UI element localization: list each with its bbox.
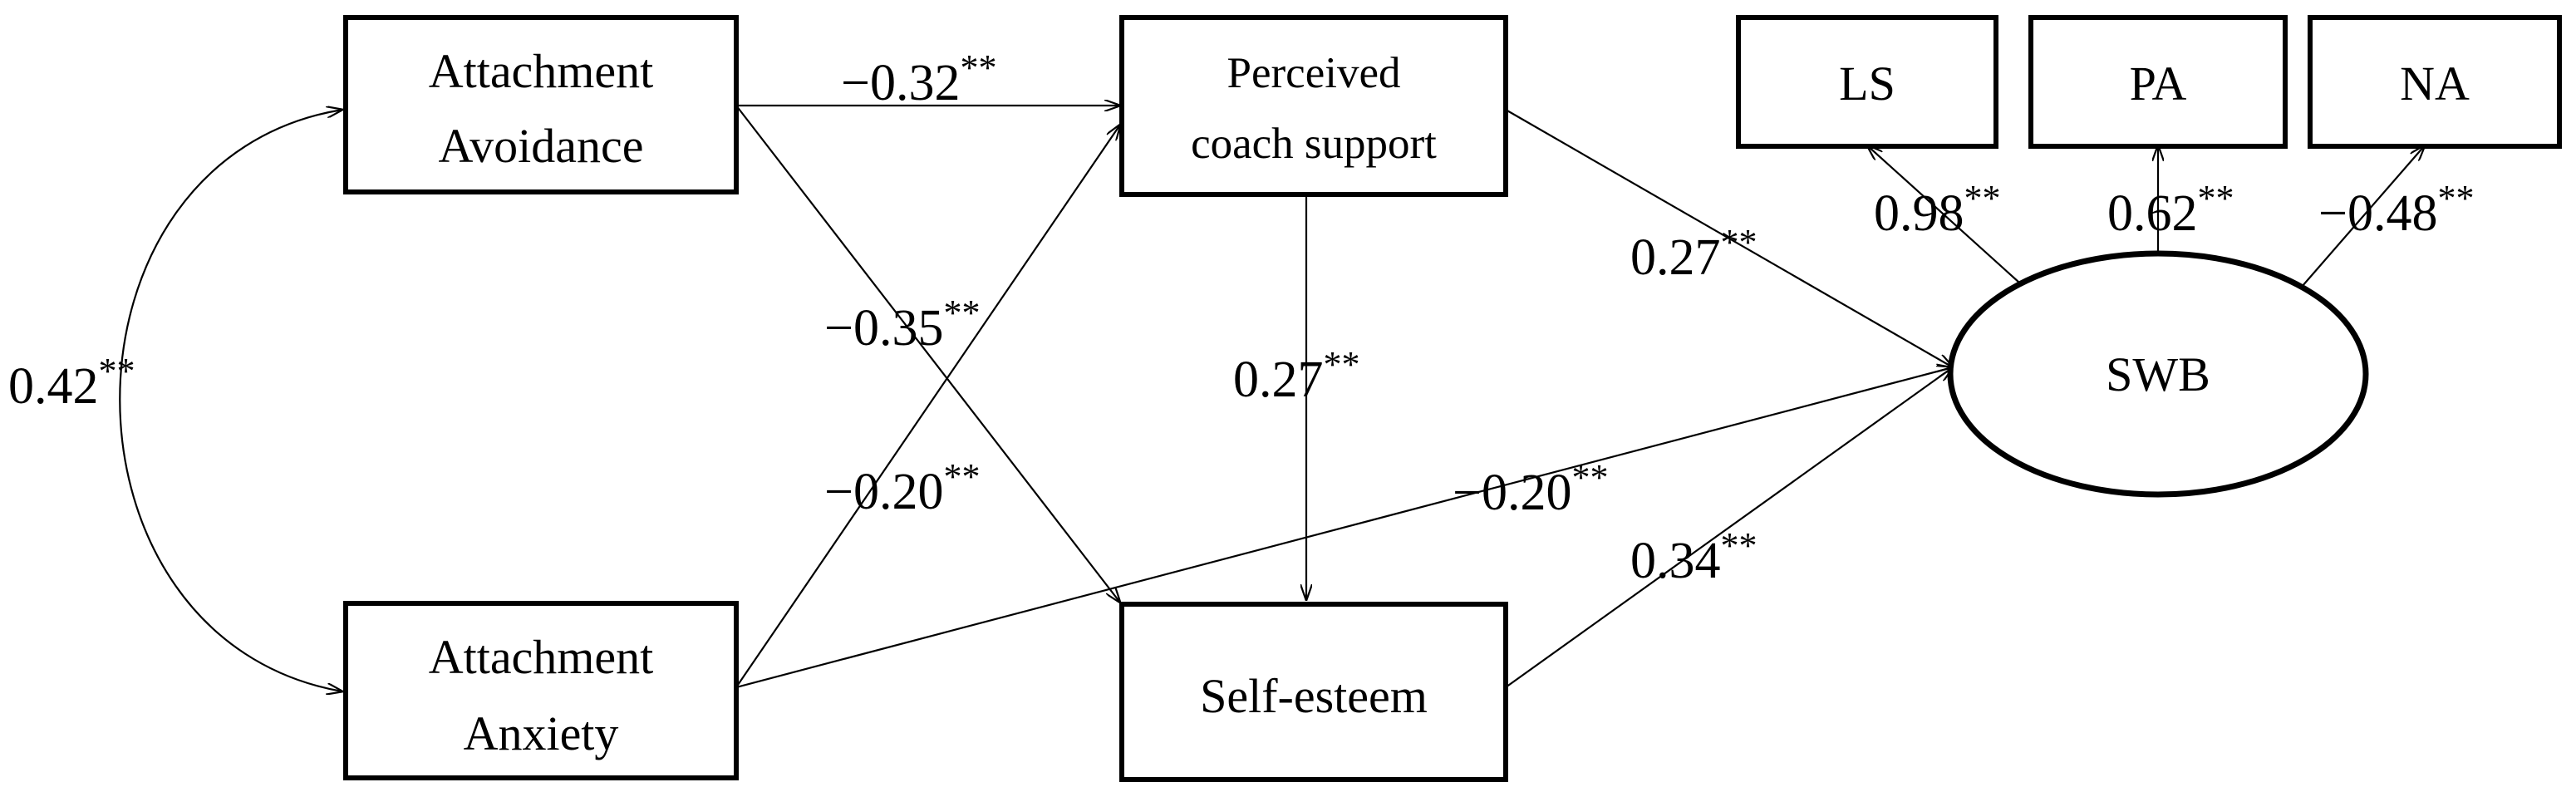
node-self-esteem-label: Self-esteem [1200, 669, 1428, 723]
arrow-coach-swb [1505, 109, 1953, 367]
node-swb-label: SWB [2106, 347, 2210, 401]
coef-avoidance-coach: −0.32** [841, 47, 996, 111]
node-na-label: NA [2400, 57, 2470, 111]
coef-selfesteem-swb: 0.34** [1630, 525, 1757, 589]
node-attachment-anxiety-line1: Attachment [429, 630, 654, 684]
node-perceived-coach-support-line1: Perceived [1227, 49, 1401, 97]
arrow-avoidance-anxiety [119, 110, 342, 691]
coef-anxiety-coach: −0.20** [824, 456, 980, 520]
node-ls: LS [1736, 15, 1998, 149]
arrow-anxiety-swb [735, 367, 1953, 689]
coef-coach-selfesteem: 0.27** [1233, 344, 1360, 408]
node-attachment-anxiety: Attachment Anxiety [343, 601, 739, 780]
node-perceived-coach-support: Perceived coach support [1119, 15, 1508, 197]
node-attachment-avoidance: Attachment Avoidance [343, 15, 739, 194]
node-attachment-avoidance-line1: Attachment [429, 44, 654, 98]
node-pa-label: PA [2130, 57, 2187, 111]
coef-swb-pa: 0.62** [2107, 178, 2234, 242]
arrow-selfesteem-swb [1505, 367, 1953, 688]
node-pa: PA [2028, 15, 2288, 149]
coef-swb-ls: 0.98** [1874, 178, 2001, 242]
coef-coach-swb: 0.27** [1630, 222, 1757, 286]
arrow-swb-na [2301, 145, 2425, 288]
node-self-esteem: Self-esteem [1119, 602, 1508, 782]
coef-swb-na: −0.48** [2318, 178, 2474, 242]
arrow-avoidance-selfesteem [735, 105, 1120, 603]
node-perceived-coach-support-line2: coach support [1191, 120, 1437, 168]
coef-avoidance-selfesteem: −0.35** [824, 293, 980, 357]
arrow-swb-ls [1867, 145, 2020, 283]
node-ls-label: LS [1839, 57, 1895, 111]
coef-avoidance-anxiety: 0.42** [8, 351, 135, 415]
coef-anxiety-swb: −0.20** [1453, 457, 1608, 521]
node-attachment-avoidance-line2: Avoidance [439, 119, 644, 173]
node-attachment-anxiety-line2: Anxiety [464, 706, 619, 760]
node-na: NA [2308, 15, 2562, 149]
node-swb: SWB [1947, 250, 2369, 498]
arrow-anxiety-coach [735, 125, 1120, 688]
